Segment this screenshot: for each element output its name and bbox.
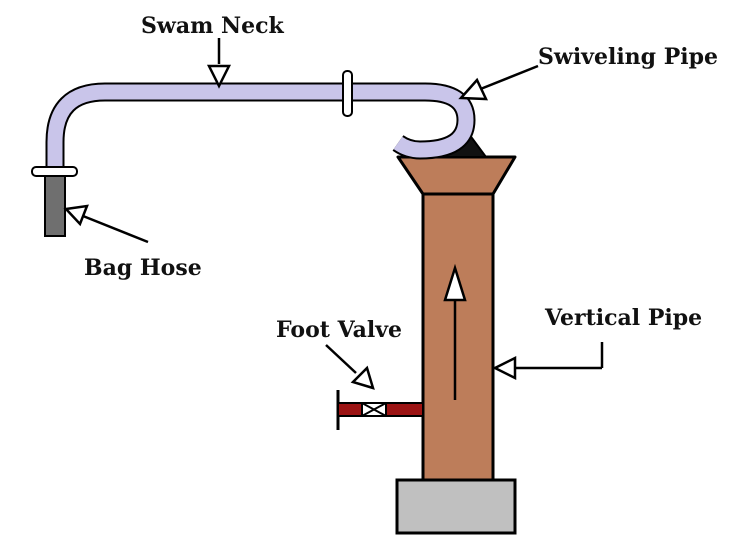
- flow-arrow-head: [443, 263, 467, 302]
- bag-hose: [44, 174, 66, 237]
- swiveling-pipe-label: Swiveling Pipe: [538, 44, 718, 70]
- bag-hose-arrowhead: [63, 204, 89, 227]
- neck-flange: [342, 70, 353, 117]
- funnel-head: [396, 155, 517, 196]
- bag-hose-leader: [82, 214, 149, 244]
- swiveling-pipe-arrowhead: [458, 77, 489, 101]
- foot-valve-arrowhead: [350, 365, 375, 390]
- vertical-pipe-arrowhead: [492, 355, 517, 381]
- valve-cross-b: [361, 402, 387, 417]
- swan-neck-label: Swam Neck: [141, 13, 285, 39]
- bag-hose-label: Bag Hose: [84, 255, 202, 281]
- swiveling-pipe-leader: [477, 64, 539, 92]
- swan-neck-arrowhead: [206, 64, 232, 89]
- foot-valve-leader: [325, 344, 357, 374]
- vertical-pipe-label: Vertical Pipe: [544, 305, 702, 331]
- foot-valve-label: Foot Valve: [276, 317, 402, 343]
- base-block: [395, 478, 517, 535]
- hose-clamp: [31, 166, 78, 177]
- vertical-pipe: [421, 191, 495, 482]
- swan-neck-pipe: [47, 84, 474, 236]
